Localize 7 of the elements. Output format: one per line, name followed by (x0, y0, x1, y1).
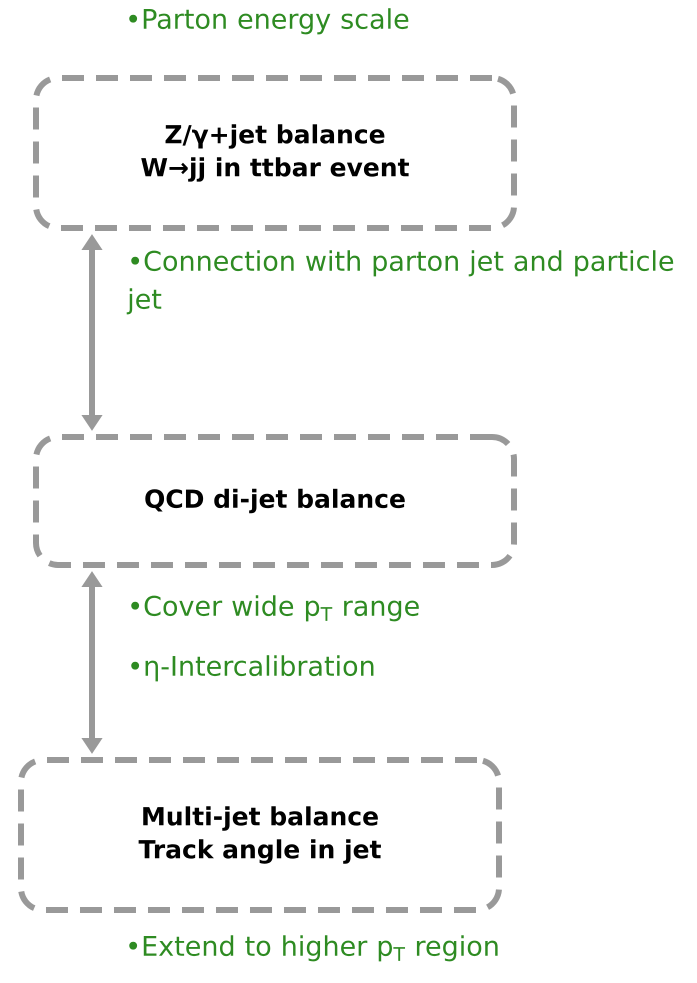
process-box: Z/γ+jet balance W→jj in ttbar event (33, 75, 517, 231)
bullet-note: •Parton energy scale (129, 8, 408, 34)
bullet-note: •Cover wide p$_{T}$ range (131, 595, 419, 622)
bullet-note: •η-Intercalibration (131, 655, 374, 682)
process-box: QCD di-jet balance (33, 434, 517, 568)
bullet-note: •Extend to higher p$_{T}$ region (129, 935, 498, 962)
process-box: Multi-jet balance Track angle in jet (18, 757, 502, 913)
